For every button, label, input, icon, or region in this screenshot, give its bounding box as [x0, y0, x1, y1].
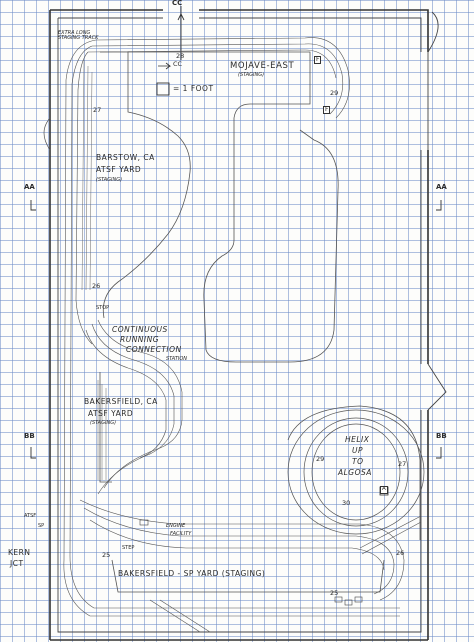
- sp-side-label: SP: [38, 523, 45, 529]
- track-upper-loop-1: [95, 37, 350, 119]
- helix-middle: [303, 417, 409, 527]
- atsf-side-label: ATSF: [24, 513, 37, 519]
- barstow-yard-label: ATSF YARD: [96, 165, 142, 174]
- helix-outer: [287, 409, 425, 535]
- legend-section-label: CC: [173, 60, 183, 68]
- track-upper-loop-3: [87, 49, 337, 79]
- legend-cc-arrow: [158, 62, 172, 70]
- section-bb-right: [436, 447, 442, 459]
- continuous-label-3: CONNECTION: [126, 345, 182, 354]
- marker-a-helix: A: [380, 486, 388, 494]
- section-cc-label: CC: [172, 0, 183, 7]
- helix-label-4: ALGOSA: [338, 468, 372, 477]
- track-sp-yard-2: [83, 507, 395, 595]
- helix-inner: [311, 423, 401, 521]
- track-bakersfield-yard: [97, 380, 107, 480]
- track-left-staging-3: [75, 51, 93, 345]
- kern-jct-label: JCT: [10, 559, 24, 568]
- station-label: STATION: [166, 356, 188, 362]
- barstow-label: BARSTOW, CA: [96, 153, 155, 162]
- elevation-26: 26: [92, 282, 101, 290]
- continuous-label-2: RUNNING: [120, 335, 160, 344]
- track-barstow-yard: [81, 59, 93, 291]
- barstow-staging-label: (STAGING): [96, 177, 123, 183]
- section-aa-left: [30, 200, 36, 211]
- track-bottom-crossing: [149, 599, 211, 633]
- room-walls: [49, 9, 429, 640]
- track-continuous-connection: [97, 319, 183, 489]
- extra-long-staging-label: EXTRA LONG STAGING TRACK: [58, 30, 99, 42]
- kern-label: KERN: [8, 548, 31, 557]
- sp-yard-buildings: [139, 519, 363, 606]
- helix-bench: [287, 405, 421, 540]
- track-continuous-connection-3: [85, 329, 167, 459]
- elevation-27-helix: 27: [398, 460, 407, 468]
- room-inner-walls: [57, 17, 422, 633]
- benchwork-bakersfield: [99, 372, 112, 483]
- track-left-staging-2: [69, 45, 400, 609]
- bakersfield-staging-label: (STAGING): [90, 420, 117, 426]
- benchwork-sp-yard: [111, 559, 385, 593]
- track-upper-loop-2: [91, 43, 344, 115]
- helix-label-2: UP: [352, 446, 364, 455]
- bakersfield-label: BAKERSFIELD, CA: [84, 397, 158, 406]
- elevation-25: 25: [102, 551, 111, 559]
- elevation-30: 30: [342, 499, 351, 507]
- section-aa-left-label: AA: [24, 183, 35, 191]
- elevation-27: 27: [93, 106, 102, 114]
- stop-label-top: STOP: [96, 305, 110, 311]
- track-diagonal: [359, 515, 422, 555]
- elevation-28: 28: [176, 52, 185, 60]
- track-continuous-connection-2: [91, 323, 175, 495]
- door-left-top: [43, 117, 51, 151]
- section-bb-left: [30, 447, 36, 459]
- mojave-east-label: MOJAVE-EAST: [230, 61, 295, 71]
- benchwork-barstow: [102, 52, 191, 319]
- scale-square: [156, 82, 170, 96]
- marker-f-top: F: [314, 56, 322, 65]
- sp-yard-label: BAKERSFIELD - SP YARD (STAGING): [118, 569, 266, 578]
- benchwork-upper: [100, 51, 339, 363]
- section-aa-right: [436, 200, 442, 211]
- helix-label-3: TO: [352, 457, 364, 466]
- bakersfield-yard-label: ATSF YARD: [88, 409, 134, 418]
- legend-scale-label: = 1 FOOT: [173, 84, 214, 93]
- helix-label-1: HELIX: [345, 435, 370, 444]
- elevation-25-bottom: 25: [330, 589, 339, 597]
- step-label: STEP: [122, 545, 135, 551]
- mojave-staging-label: (STAGING): [238, 72, 265, 78]
- section-bb-left-label: BB: [24, 432, 35, 440]
- section-bb-right-label: BB: [436, 432, 447, 440]
- elevation-29: 29: [330, 89, 339, 97]
- marker-f-mid: F: [323, 106, 331, 115]
- engine-facility-label-2: FACILITY: [170, 531, 192, 537]
- track-left-staging-1: [63, 39, 400, 617]
- section-aa-right-label: AA: [436, 183, 447, 191]
- track-sp-yard-1: [79, 499, 405, 601]
- door-lower-right: [427, 363, 447, 411]
- door-top-right: [427, 11, 439, 150]
- elevation-29-helix: 29: [316, 455, 325, 463]
- elevation-26-right: 26: [396, 549, 405, 557]
- continuous-label-1: CONTINUOUS: [112, 325, 168, 334]
- engine-facility-label-1: ENGINE: [166, 523, 186, 529]
- track-sp-yard-3: [89, 519, 385, 571]
